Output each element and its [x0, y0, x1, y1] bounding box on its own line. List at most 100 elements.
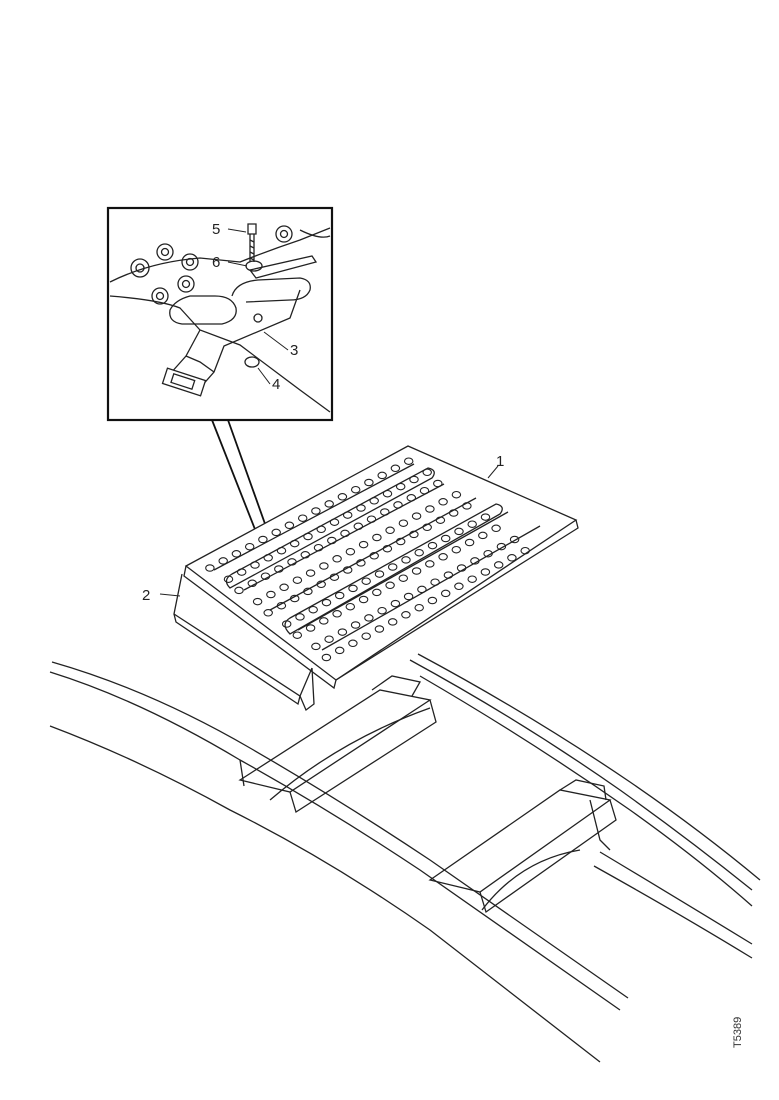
plate-perforation	[348, 584, 358, 593]
checker-plate	[183, 445, 579, 690]
plate-perforation	[247, 579, 258, 588]
plate-perforation	[411, 567, 422, 575]
plate-perforation	[356, 504, 366, 512]
plate-perforation	[427, 541, 438, 550]
plate-perforation	[403, 592, 414, 601]
plate-perforation	[385, 581, 395, 590]
plate-perforation	[334, 591, 345, 600]
plate-perforation	[353, 522, 364, 531]
plate-perforation	[454, 582, 464, 591]
chassis-frame	[49, 573, 761, 1063]
plate-perforation	[438, 498, 448, 506]
plate-perforation	[427, 596, 438, 605]
plate-perforation	[398, 574, 409, 582]
plate-perforation	[382, 544, 393, 553]
plate-perforation	[380, 508, 390, 516]
plate-perforation	[321, 653, 332, 662]
plate-perforation	[366, 515, 377, 523]
callout-1: 1	[496, 453, 504, 470]
plate-perforation	[311, 642, 321, 651]
plate-perforation	[478, 531, 488, 540]
callout-2: 2	[142, 587, 150, 604]
plate-perforation	[329, 573, 340, 581]
plate-perforation	[337, 493, 348, 501]
plate-perforation	[292, 576, 303, 584]
plate-leaders	[159, 465, 499, 597]
plate-perforation	[244, 542, 255, 551]
plate-perforation	[374, 625, 385, 633]
plate-perforation	[409, 530, 419, 539]
plate-perforation	[440, 589, 451, 598]
plate-perforation	[496, 542, 507, 551]
plate-perforation	[448, 509, 459, 517]
plate-perforation	[358, 595, 369, 604]
plate-perforation	[493, 561, 504, 569]
plate-perforation	[385, 526, 395, 535]
plate-perforation	[372, 588, 382, 597]
plate-perforation	[205, 564, 215, 572]
plate-perforation	[348, 639, 358, 648]
plate-perforation	[411, 512, 422, 520]
plate-perforation	[440, 534, 451, 543]
plate-perforation	[369, 552, 379, 560]
plate-perforation	[467, 520, 477, 528]
plate-perforation	[507, 554, 517, 562]
plate-perforation	[356, 559, 366, 567]
plate-perforation	[406, 494, 417, 502]
plate-perforation	[520, 546, 530, 555]
plate-perforation	[403, 457, 414, 465]
plate-perforation	[289, 594, 300, 603]
plate-perforation	[281, 620, 292, 628]
plate-perforation	[382, 489, 393, 498]
plate-perforation	[422, 468, 432, 477]
plate-perforation	[327, 536, 337, 545]
plate-perforation	[358, 540, 369, 549]
plate-perforation	[438, 553, 448, 561]
plate-perforation	[377, 606, 387, 615]
inset-leaders	[227, 228, 289, 385]
plate-perforation	[390, 464, 401, 473]
plate-perforation	[297, 514, 308, 522]
plate-perforation	[284, 521, 295, 530]
plate-perforation	[258, 535, 268, 544]
plate-perforation	[387, 618, 398, 626]
plate-perforation	[374, 570, 385, 578]
plate-perforation	[464, 538, 475, 547]
plate-perforation	[332, 610, 342, 618]
plate-perforation	[350, 485, 361, 494]
plate-perforation	[364, 478, 374, 487]
plate-perforation	[263, 554, 273, 562]
plate-perforation	[324, 500, 334, 508]
plate-perforation	[342, 511, 353, 519]
plate-perforation	[342, 566, 353, 574]
plate-perforation	[435, 516, 446, 524]
plate-perforation	[279, 583, 289, 592]
plate-perforation	[334, 646, 345, 655]
plate-perforation	[480, 513, 491, 521]
callout-4: 4	[272, 376, 280, 393]
plate-perforation	[409, 475, 419, 484]
plate-perforation	[292, 631, 303, 639]
plate-perforation	[491, 524, 501, 533]
plate-perforation	[311, 507, 321, 515]
plate-perforation	[316, 580, 326, 589]
plate-perforation	[223, 575, 234, 583]
plate-perforation	[218, 557, 228, 565]
plate-perforation	[345, 602, 356, 611]
plate-perforation	[361, 577, 371, 585]
plate-perforation	[271, 528, 281, 537]
plate-perforation	[361, 632, 371, 640]
inset-frame	[106, 206, 334, 422]
plate-perforation	[509, 535, 520, 544]
plate-perforation	[419, 486, 430, 495]
plate-perforations	[205, 457, 530, 662]
plate-perforation	[401, 611, 411, 619]
plate-perforation	[324, 635, 334, 643]
reference-code: T5389	[732, 1017, 744, 1048]
plate-perforation	[425, 505, 435, 513]
plate-perforation	[252, 597, 263, 606]
plate-perforation	[372, 533, 382, 542]
plate-perforation	[250, 561, 260, 569]
callout-3: 3	[290, 342, 298, 359]
plate-perforation	[321, 598, 332, 607]
